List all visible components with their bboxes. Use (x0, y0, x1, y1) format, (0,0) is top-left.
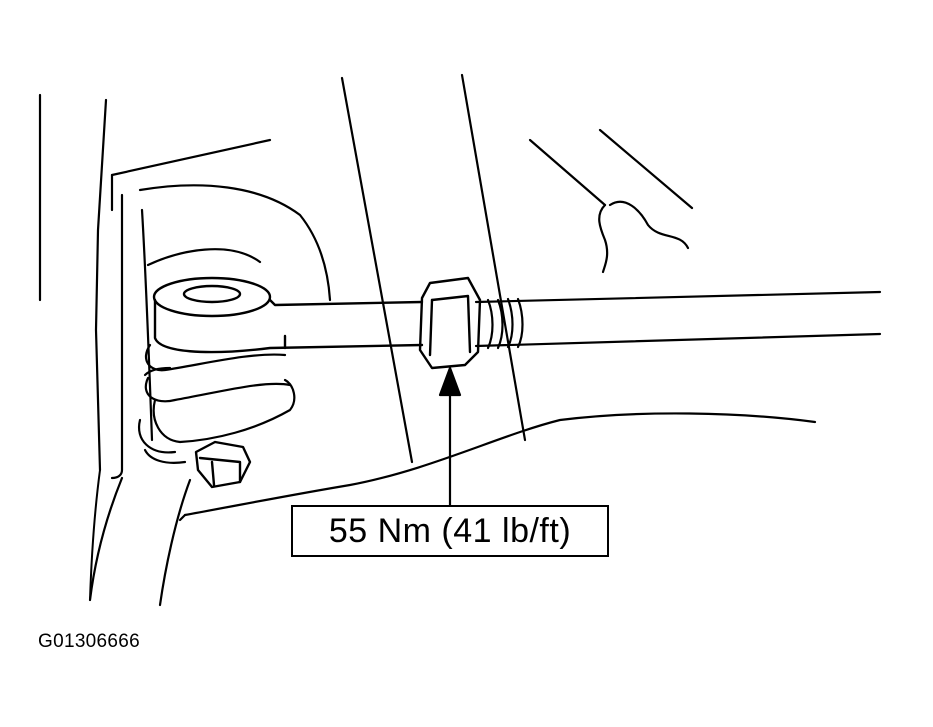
torque-callout: 55 Nm (41 lb/ft) (291, 505, 609, 557)
steering-rack (474, 290, 882, 350)
upper-linkage (528, 128, 694, 274)
rubber-boot (137, 343, 296, 464)
wheel-edge (38, 93, 108, 601)
castle-nut (194, 440, 252, 489)
knuckle-housing (110, 138, 332, 480)
torque-label: 55 Nm (41 lb/ft) (328, 511, 572, 550)
lower-arm (88, 412, 817, 607)
strut-lines (340, 73, 527, 464)
figure-id: G01306666 (38, 631, 141, 652)
lock-nut (418, 276, 482, 370)
tie-rod-end (152, 276, 424, 354)
callout-arrow (438, 366, 462, 507)
